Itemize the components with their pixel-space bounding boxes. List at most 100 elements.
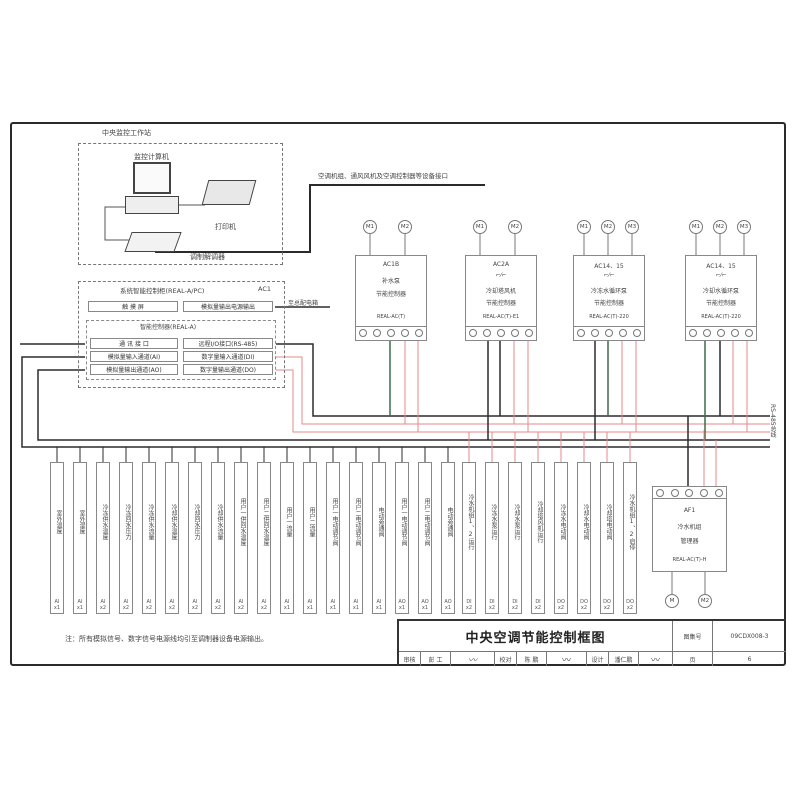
signoff-reviewer: 彭 工 [421, 652, 451, 666]
controller-tag: AC1B [382, 261, 400, 268]
atlas-number: 09CDX008-3 [713, 621, 786, 652]
printer-label: 打印机 [215, 223, 236, 231]
motor-icon: M1 [363, 220, 377, 234]
switch-symbol: ⌐⁄⌐ [495, 272, 507, 279]
motor-icon: M1 [577, 220, 591, 234]
controller-name: 冷冻水循环泵 [590, 288, 627, 295]
panel-tag: AC1 [258, 285, 272, 293]
controller-tag: AC14、15 [706, 263, 736, 270]
motor-icon: M3 [737, 220, 751, 234]
motor-icon: M2 [713, 220, 727, 234]
panel-do-channel: 数字量输出通道(DO) [183, 364, 273, 375]
title-block: 中央空调节能控制框图 图集号 09CDX008-3 审核 彭 工 〰 校对 陈 … [397, 619, 786, 666]
terminal-row [574, 326, 644, 338]
controller-name: 冷却塔风机 [485, 288, 516, 295]
motor-icon: M1 [689, 220, 703, 234]
panel-touchscreen: 触 摸 屏 [88, 301, 178, 312]
signoff-checker: 陈 鹏 [517, 652, 547, 666]
controller-type: 节能控制器 [485, 300, 516, 307]
switch-symbol: ⌐⁄⌐ [603, 272, 615, 279]
signoff-designer: 潘仁鹏 [609, 652, 639, 666]
motor-icon: M2 [601, 220, 615, 234]
switch-symbol: ⌐⁄⌐ [715, 272, 727, 279]
controller-type: 节能控制器 [705, 300, 736, 307]
computer-label: 监控计算机 [134, 153, 169, 161]
motor-icon: M2 [698, 594, 712, 608]
controller-model: REAL-AC(T)-220 [701, 314, 741, 320]
motor-icon: M [665, 594, 679, 608]
modem-label: 调制解调器 [190, 253, 225, 261]
drawing-title: 中央空调节能控制框图 [399, 621, 673, 652]
controller-type: 节能控制器 [593, 300, 624, 307]
signoff-design-label: 设计 [587, 652, 609, 666]
signoff-review-label: 审核 [399, 652, 421, 666]
panel-comm-port: 通 讯 接 口 [90, 338, 178, 349]
fan-unit-name: 冷水机组 [677, 524, 702, 531]
annotation-top: 空调机组、通风风机及空调控制器等设备接口 [318, 172, 448, 180]
terminal-row [356, 326, 426, 338]
controller-model: REAL-AC(T)-E1 [482, 314, 520, 320]
computer-monitor-icon [133, 162, 171, 194]
control-panel-box [78, 281, 285, 388]
workstation-label: 中央监控工作站 [102, 129, 151, 137]
panel-di-channel: 数字量输入通道(DI) [183, 351, 273, 362]
fan-unit-model: REAL-AC(T)-H [672, 557, 707, 563]
controller-ac14-15-cooling: AC14、15 ⌐⁄⌐ 冷却水循环泵 节能控制器 REAL-AC(T)-220 [685, 255, 757, 341]
controller-tag: AC14、15 [594, 263, 624, 270]
atlas-label: 图集号 [673, 621, 713, 652]
computer-base-icon [125, 196, 179, 214]
signoff-check-label: 校对 [495, 652, 517, 666]
bus-label: RS-485总线 [769, 404, 776, 438]
terminal-row [653, 487, 726, 499]
panel-ao-channel: 模拟量输出通道(AO) [90, 364, 178, 375]
controller-ac2a: AC2A ⌐⁄⌐ 冷却塔风机 节能控制器 REAL-AC(T)-E1 [465, 255, 537, 341]
controller-title: 智能控制器(REAL-A) [140, 324, 197, 331]
controller-model: REAL-AC(T)-220 [589, 314, 629, 320]
page-label: 页 [673, 652, 713, 666]
page-number: 6 [747, 655, 752, 663]
controller-tag: AC2A [492, 261, 510, 268]
controller-type: 节能控制器 [375, 291, 406, 298]
motor-icon: M3 [625, 220, 639, 234]
drawing-note: 注：所有模拟信号、数字信号电源线均引至调制器设备电源输出。 [65, 635, 268, 643]
controller-ac1b: AC1B 补水泵 节能控制器 REAL-AC(T) [355, 255, 427, 341]
controller-name: 补水泵 [381, 278, 400, 285]
motor-icon: M2 [398, 220, 412, 234]
panel-remote-io: 远程I/O接口(RS-485) [183, 338, 273, 349]
motor-icon: M2 [508, 220, 522, 234]
controller-model: REAL-AC(T) [376, 314, 406, 320]
workstation-box [78, 143, 283, 265]
terminal-row [686, 326, 756, 338]
controller-name: 冷却水循环泵 [702, 288, 739, 295]
motor-icon: M1 [473, 220, 487, 234]
panel-ai-channel: 模拟量输入通道(AI) [90, 351, 178, 362]
fan-unit-tag: AF1 [683, 507, 696, 514]
controller-ac14-15-chilled: AC14、15 ⌐⁄⌐ 冷冻水循环泵 节能控制器 REAL-AC(T)-220 [573, 255, 645, 341]
panel-title: 系统智能控制柜(REAL-A/PC) [120, 287, 205, 295]
